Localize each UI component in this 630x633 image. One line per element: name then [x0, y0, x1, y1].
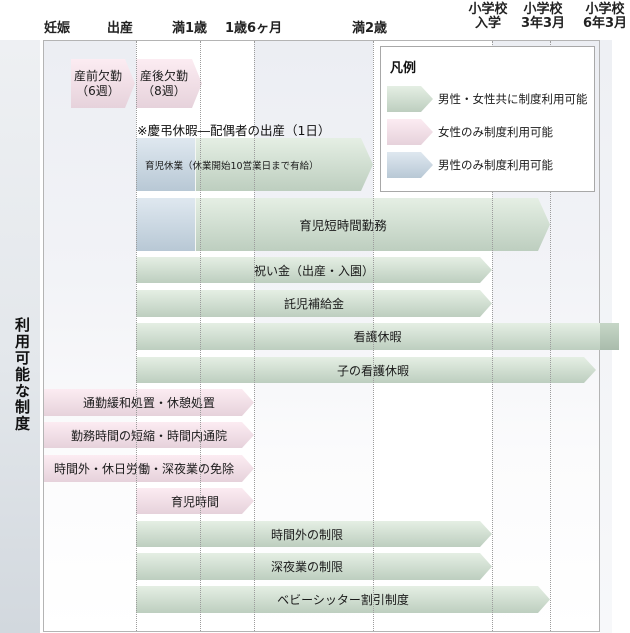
reduced-hours-bar: 勤務時間の短縮・時間内通院 [44, 422, 254, 448]
milestone-grade6-march: 小学校 6年3月 [576, 3, 630, 31]
milestone-line1: 小学校 [468, 2, 508, 17]
milestone-age-1: 満1歳 [172, 21, 208, 36]
legend-label-both: 男性・女性共に制度利用可能 [438, 92, 588, 106]
milestone-line2: 入学 [474, 16, 501, 31]
legend-label-female: 女性のみ制度利用可能 [438, 125, 553, 139]
program-label: ベビーシッター割引制度 [277, 593, 409, 607]
milestone-age-2: 満2歳 [352, 21, 388, 36]
program-label: 育児短時間勤務 [299, 218, 387, 233]
male-only-segment [136, 198, 196, 251]
extended-segment [600, 323, 619, 350]
program-label: 育児時間 [170, 494, 219, 509]
program-label: 通勤緩和処置・休憩処置 [82, 396, 215, 410]
gridline-birth [136, 41, 137, 631]
short-hours-bar: 育児短時間勤務 [136, 198, 550, 251]
milestone-line2: 6年3月 [582, 16, 628, 31]
legend-swatch-female [387, 119, 433, 145]
program-label: 深夜業の制限 [270, 560, 343, 574]
gridline-age-1y6m [254, 41, 255, 631]
milestone-grade3-march: 小学校 3年3月 [514, 3, 572, 31]
legend-label-male: 男性のみ制度利用可能 [438, 158, 553, 172]
legend-title: 凡例 [390, 61, 417, 76]
program-label: 育児休業（休業開始10営業日まで有給） [145, 160, 319, 172]
milestone-line1: 小学校 [523, 2, 563, 17]
child-nursing-leave-bar: 子の看護休暇 [136, 357, 596, 383]
side-label: 利用可能な制度 [13, 317, 31, 432]
milestone-birth: 出産 [107, 21, 134, 36]
milestone-school-entry: 小学校 入学 [459, 3, 517, 31]
nursing-time-bar: 育児時間 [136, 488, 254, 514]
milestone-pregnancy: 妊娠 [44, 21, 71, 36]
program-label: 看護休暇 [353, 330, 402, 344]
milestone-line2: 3年3月 [520, 16, 566, 31]
program-label: 祝い金（出産・入園） [253, 263, 374, 278]
prenatal-leave-duration: （6週） [76, 83, 120, 98]
babysitter-discount-bar: ベビーシッター割引制度 [136, 586, 550, 613]
legend-swatch-male [387, 152, 433, 178]
legend-swatch-both [387, 86, 433, 112]
prenatal-leave-label: 産前欠勤 [73, 68, 122, 83]
side-panel: 利用可能な制度 [0, 40, 40, 633]
commute-relief-bar: 通勤緩和処置・休憩処置 [44, 389, 254, 416]
program-label: 託児補給金 [283, 297, 344, 311]
prenatal-leave-bar: 産前欠勤 （6週） [71, 59, 135, 108]
program-label: 子の看護休暇 [336, 363, 409, 378]
gridline-school-entry [492, 41, 493, 631]
overtime-exemption-bar: 時間外・休日労働・深夜業の免除 [44, 455, 254, 482]
gridline-grade3 [550, 41, 551, 631]
milestone-age-1y6m: 1歳6ヶ月 [225, 21, 283, 36]
male-only-segment [136, 138, 196, 191]
legend-box: 凡例 男性・女性共に制度利用可能 女性のみ制度利用可能 男性のみ制度利用可能 [380, 46, 595, 192]
program-label: 勤務時間の短縮・時間内通院 [70, 428, 227, 443]
celebration-money-bar: 祝い金（出産・入園） [136, 257, 492, 283]
nursing-leave-bar: 看護休暇 [136, 323, 619, 350]
postnatal-leave-label: 産後欠勤 [139, 68, 188, 83]
column-band-pregnancy [44, 41, 136, 631]
postnatal-leave-bar: 産後欠勤 （8週） [136, 59, 202, 108]
program-label: 時間外・休日労働・深夜業の免除 [54, 462, 235, 476]
special-leave-note: ※慶弔休暇―配偶者の出産（1日） [137, 123, 331, 138]
overtime-limit-bar: 時間外の制限 [136, 521, 492, 547]
program-label: 時間外の制限 [270, 527, 343, 542]
milestone-line1: 小学校 [585, 2, 625, 17]
childcare-subsidy-bar: 託児補給金 [136, 290, 492, 317]
gridline-age-2 [373, 41, 374, 631]
gridline-age-1 [200, 41, 201, 631]
postnatal-leave-duration: （8週） [142, 83, 186, 98]
night-work-limit-bar: 深夜業の制限 [136, 553, 492, 580]
